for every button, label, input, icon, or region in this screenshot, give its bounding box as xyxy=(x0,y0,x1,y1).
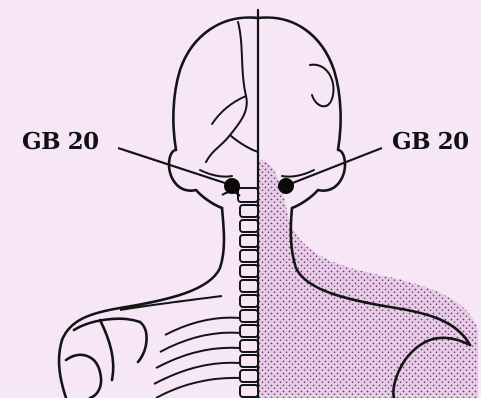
cervical-spine xyxy=(222,188,258,397)
stippled-muscle-region xyxy=(258,160,478,398)
gb20-point-left xyxy=(224,178,240,194)
gb20-label-right: GB 20 xyxy=(392,128,469,155)
gb20-label-left: GB 20 xyxy=(22,128,99,155)
ribs xyxy=(154,318,240,398)
gb20-point-right xyxy=(278,178,294,194)
neck-left xyxy=(62,208,224,340)
